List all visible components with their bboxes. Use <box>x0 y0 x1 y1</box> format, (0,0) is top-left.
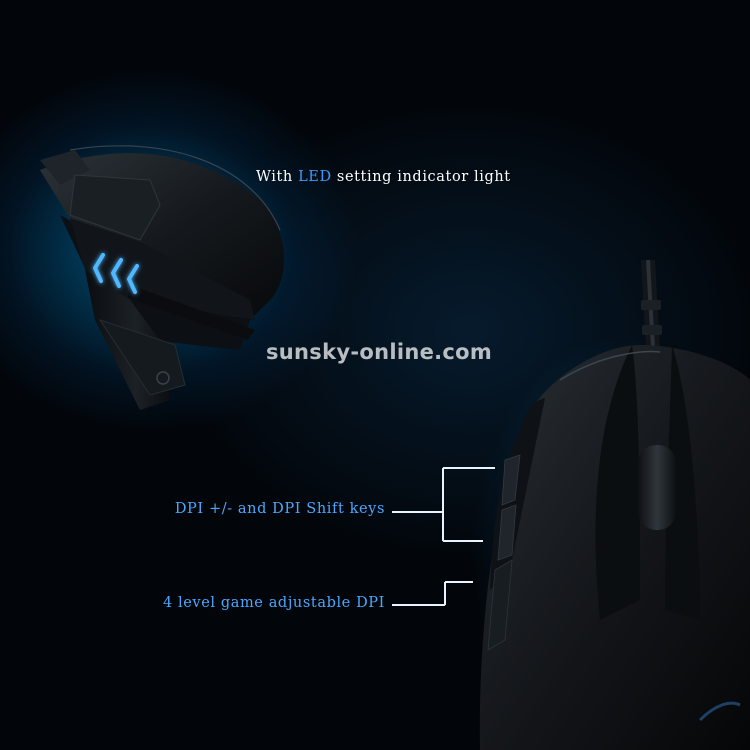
callout-dpi-levels <box>392 581 473 606</box>
dpi-plus-key <box>501 454 521 506</box>
led-indicator-icon <box>93 253 139 294</box>
dpi-minus-key <box>497 504 517 561</box>
watermark: sunsky-online.com <box>266 340 493 364</box>
logo-mark-icon <box>698 701 741 722</box>
led-caption: With LED setting indicator light <box>256 169 511 185</box>
dpi-keys-caption: DPI +/- and DPI Shift keys <box>174 501 385 517</box>
side-closeup <box>40 145 284 410</box>
callout-dpi-keys <box>392 467 495 542</box>
scroll-wheel <box>638 445 676 530</box>
dpi-levels-caption: 4 level game adjustable DPI <box>162 595 385 611</box>
dpi-shift-key <box>487 559 513 651</box>
led-caption-prefix: With <box>256 169 299 185</box>
led-caption-accent: LED <box>298 169 332 185</box>
mouse-body <box>479 345 750 750</box>
led-caption-suffix: setting indicator light <box>331 169 511 185</box>
